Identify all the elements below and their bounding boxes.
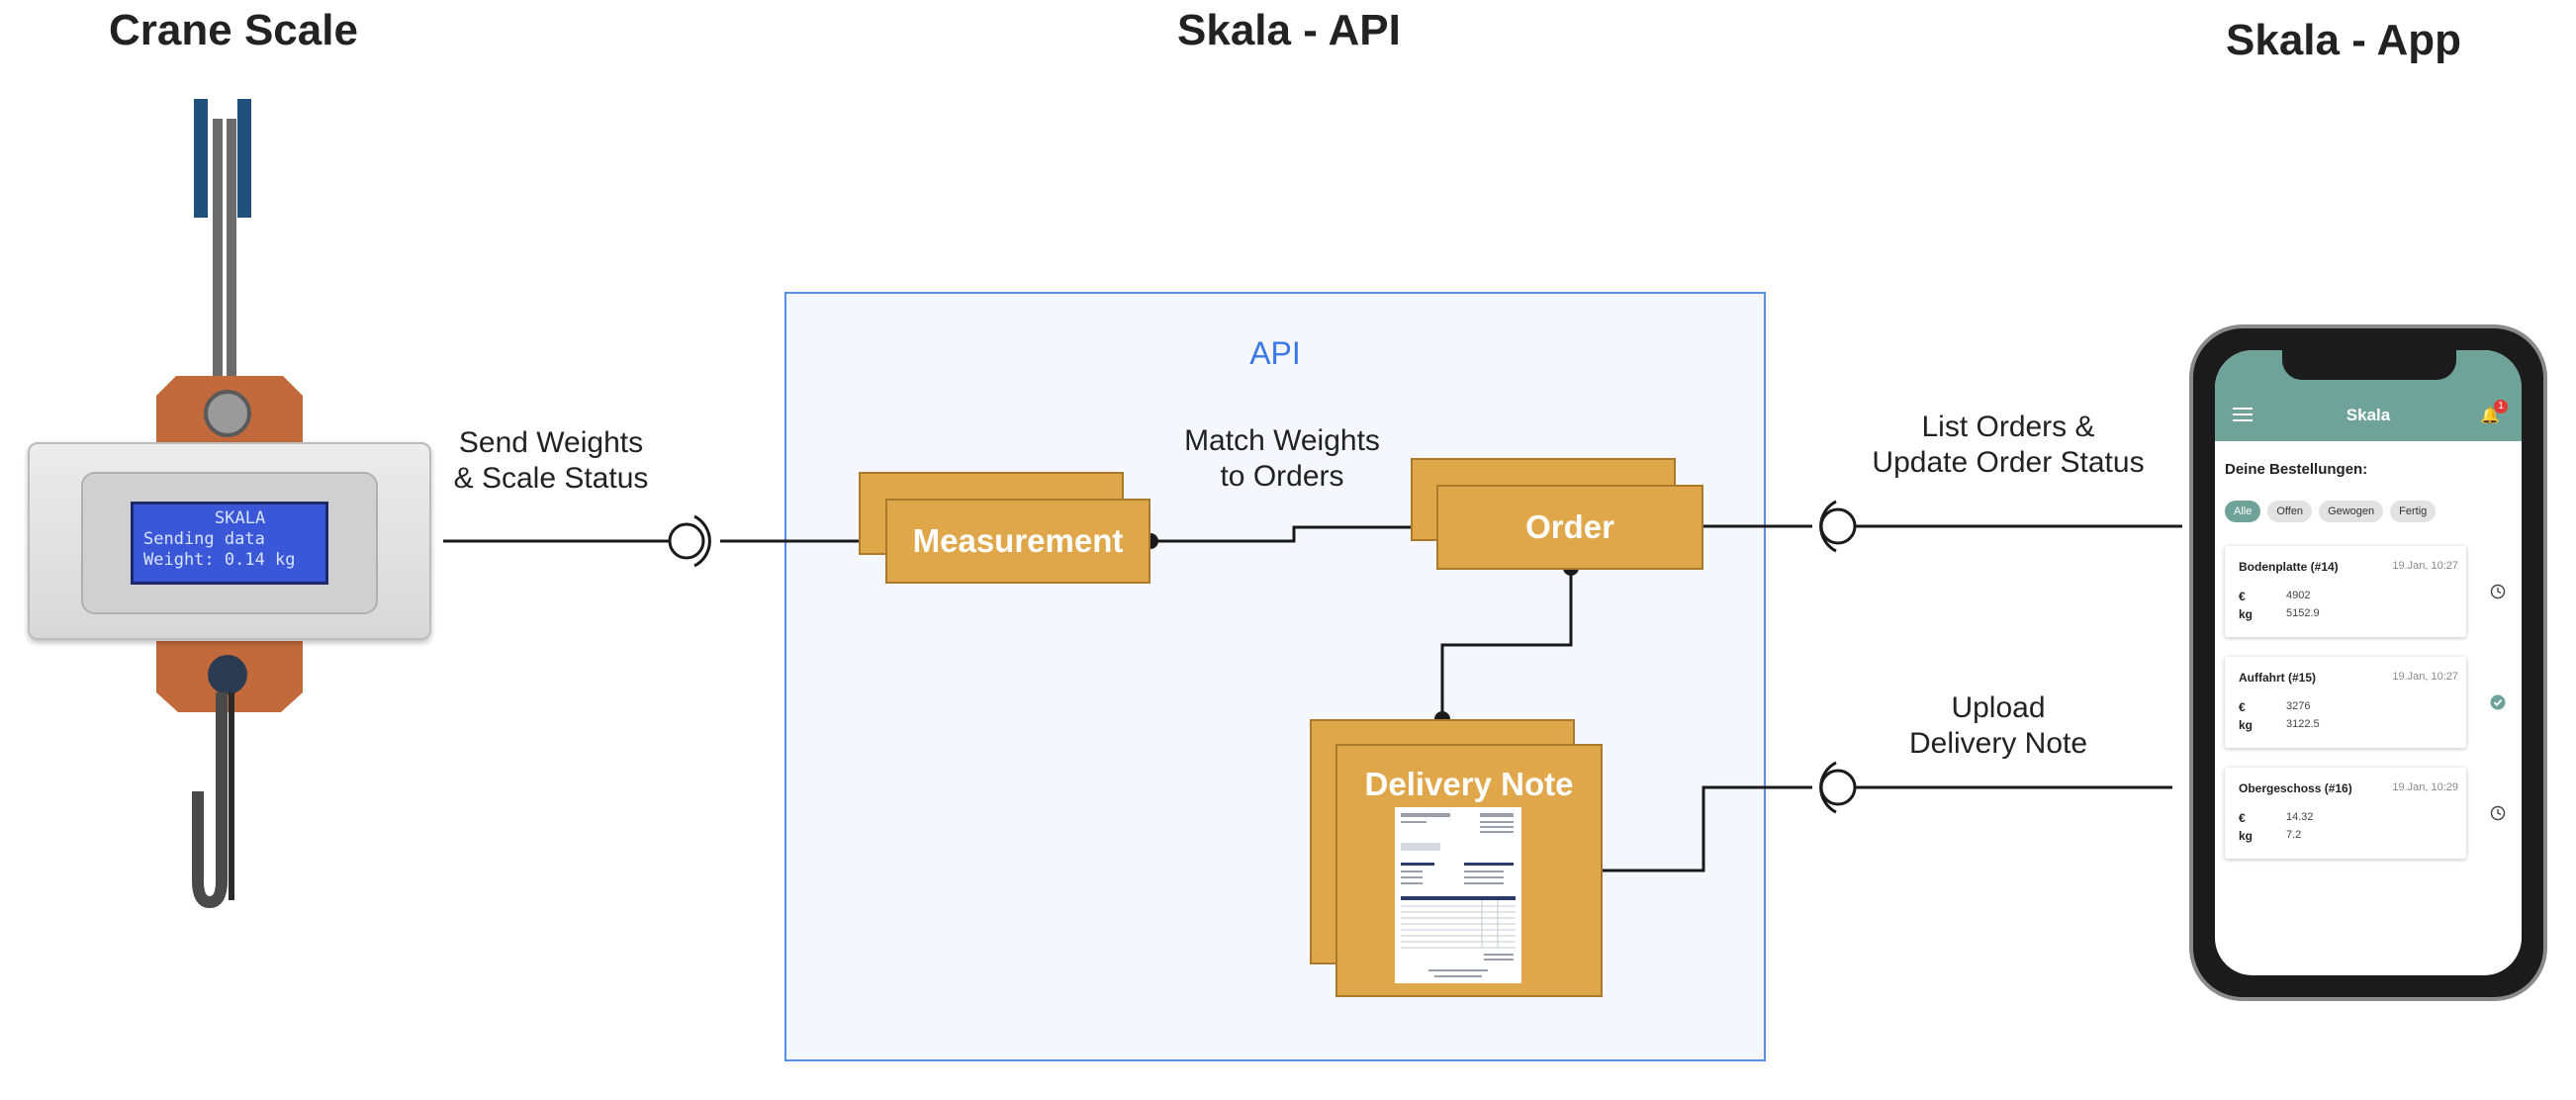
order-date: 19.Jan, 10:27 — [2392, 671, 2458, 683]
measurement-label: Measurement — [912, 522, 1124, 559]
app-title: Skala — [2346, 406, 2391, 424]
order-euro-value: 14.32 — [2286, 811, 2314, 823]
notification-badge: 1 — [2494, 400, 2508, 413]
filter-chips: Alle Offen Gewogen Fertig — [2225, 501, 2437, 522]
clock-icon — [2490, 584, 2506, 599]
delivery-note-component: Delivery Note — [1335, 744, 1603, 997]
order-card[interactable]: Auffahrt (#15) 19.Jan, 10:27 € 3276 kg 3… — [2225, 657, 2466, 748]
order-label: Order — [1525, 508, 1614, 545]
euro-label: € — [2239, 700, 2246, 714]
upload-line1: Upload — [1951, 691, 2046, 724]
upload-label: Upload Delivery Note — [1880, 690, 2117, 762]
kg-label: kg — [2239, 607, 2254, 621]
phone-notch — [2282, 350, 2456, 380]
kg-label: kg — [2239, 829, 2254, 843]
send-weights-line1: Send Weights — [458, 426, 644, 459]
display-line1: SKALA — [215, 508, 266, 528]
order-kg-value: 3122.5 — [2286, 718, 2320, 730]
bell-icon[interactable]: 🔔 — [2480, 408, 2500, 424]
order-delivery-wire — [1440, 568, 1573, 719]
order-name: Bodenplatte (#14) — [2239, 560, 2339, 574]
filter-chip-fertig[interactable]: Fertig — [2390, 501, 2437, 522]
display-line2: Sending data — [143, 529, 265, 549]
clock-icon — [2490, 805, 2506, 821]
smartphone: Skala 🔔 1 Deine Bestellungen: Alle Offen… — [2189, 324, 2547, 1001]
list-orders-line2: Update Order Status — [1872, 446, 2145, 479]
display-line3: Weight: 0.14 kg — [143, 550, 296, 570]
order-euro-value: 3276 — [2286, 700, 2311, 712]
order-name: Obergeschoss (#16) — [2239, 781, 2352, 795]
match-wire — [1150, 525, 1436, 543]
app-screen: Skala 🔔 1 Deine Bestellungen: Alle Offen… — [2215, 350, 2522, 975]
filter-chip-offen[interactable]: Offen — [2267, 501, 2313, 522]
invoice-thumbnail-icon — [1395, 807, 1521, 983]
crane-scale-display: SKALA Sending data Weight: 0.14 kg — [131, 502, 328, 585]
euro-label: € — [2239, 590, 2246, 603]
filter-chip-gewogen[interactable]: Gewogen — [2319, 501, 2384, 522]
euro-label: € — [2239, 811, 2246, 825]
order-card[interactable]: Obergeschoss (#16) 19.Jan, 10:29 € 14.32… — [2225, 768, 2466, 859]
match-weights-line2: to Orders — [1220, 460, 1344, 493]
list-orders-label: List Orders & Update Order Status — [1860, 410, 2157, 481]
match-weights-line1: Match Weights — [1184, 424, 1380, 457]
delivery-wire — [1601, 785, 1812, 872]
order-kg-value: 7.2 — [2286, 829, 2302, 841]
filter-chip-alle[interactable]: Alle — [2225, 501, 2261, 522]
order-kg-value: 5152.9 — [2286, 607, 2320, 619]
hamburger-menu-icon[interactable] — [2233, 408, 2253, 421]
crane-scale-hardware-icon — [156, 99, 303, 909]
upload-line2: Delivery Note — [1908, 727, 2088, 760]
order-card[interactable]: Bodenplatte (#14) 19.Jan, 10:27 € 4902 k… — [2225, 546, 2466, 637]
match-weights-label: Match Weights to Orders — [1165, 423, 1399, 495]
kg-label: kg — [2239, 718, 2254, 732]
order-euro-value: 4902 — [2286, 590, 2311, 601]
crane-scale-bezel: SKALA Sending data Weight: 0.14 kg — [81, 472, 378, 614]
interface-ball-send — [668, 522, 705, 560]
crane-scale-title: Crane Scale — [109, 6, 358, 54]
send-weights-line2: & Scale Status — [453, 462, 649, 495]
order-date: 19.Jan, 10:27 — [2392, 560, 2458, 572]
order-date: 19.Jan, 10:29 — [2392, 781, 2458, 793]
api-label: API — [1249, 335, 1301, 371]
list-orders-line1: List Orders & — [1921, 411, 2095, 443]
interface-socket-send — [693, 514, 711, 568]
measurement-component: Measurement — [885, 499, 1150, 584]
order-component: Order — [1436, 485, 1703, 570]
check-icon — [2490, 694, 2506, 710]
interface-ball-upload — [1819, 769, 1857, 806]
delivery-note-label: Delivery Note — [1364, 766, 1574, 802]
orders-heading: Deine Bestellungen: — [2225, 461, 2368, 478]
crane-scale-body: SKALA Sending data Weight: 0.14 kg — [28, 442, 431, 640]
skala-api-title: Skala - API — [1177, 6, 1401, 54]
order-name: Auffahrt (#15) — [2239, 671, 2317, 685]
interface-ball-list — [1819, 507, 1857, 545]
skala-app-title: Skala - App — [2226, 16, 2461, 64]
send-weights-label: Send Weights & Scale Status — [447, 425, 655, 497]
